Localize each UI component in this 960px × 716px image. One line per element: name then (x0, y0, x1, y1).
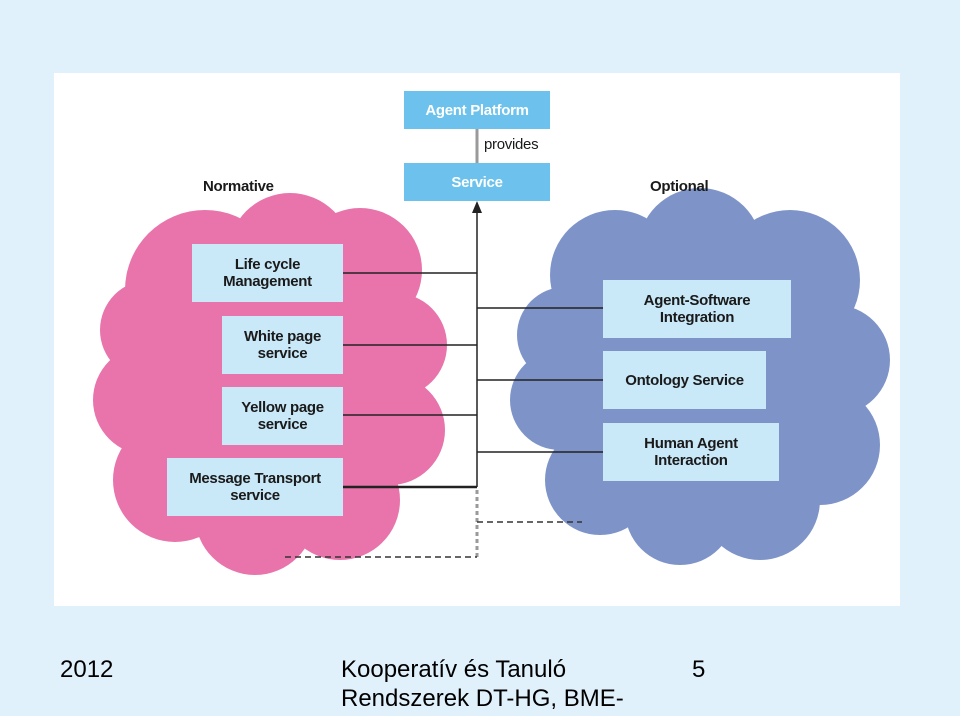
message-transport-service-box: Message Transport service (167, 458, 343, 516)
normative-label: Normative (203, 178, 274, 195)
human-agent-interaction-box: Human Agent Interaction (603, 423, 779, 481)
footer-year: 2012 (60, 656, 114, 683)
footer-title-line1: Kooperatív és Tanuló (341, 656, 567, 683)
footer-page-number: 5 (692, 656, 706, 683)
agent-software-integration-box: Agent-Software Integration (603, 280, 791, 338)
yellow-page-service-box: Yellow page service (222, 387, 343, 445)
footer-title-line2: Rendszerek DT-HG, BME- (341, 685, 624, 712)
optional-label: Optional (650, 178, 709, 195)
provides-label: provides (484, 136, 539, 153)
white-page-service-box: White page service (222, 316, 343, 374)
agent-platform-box: Agent Platform (404, 91, 550, 129)
ontology-service-box: Ontology Service (603, 351, 766, 409)
lifecycle-management-box: Life cycle Management (192, 244, 343, 302)
bus-arrowhead (472, 201, 482, 213)
service-box: Service (404, 163, 550, 201)
